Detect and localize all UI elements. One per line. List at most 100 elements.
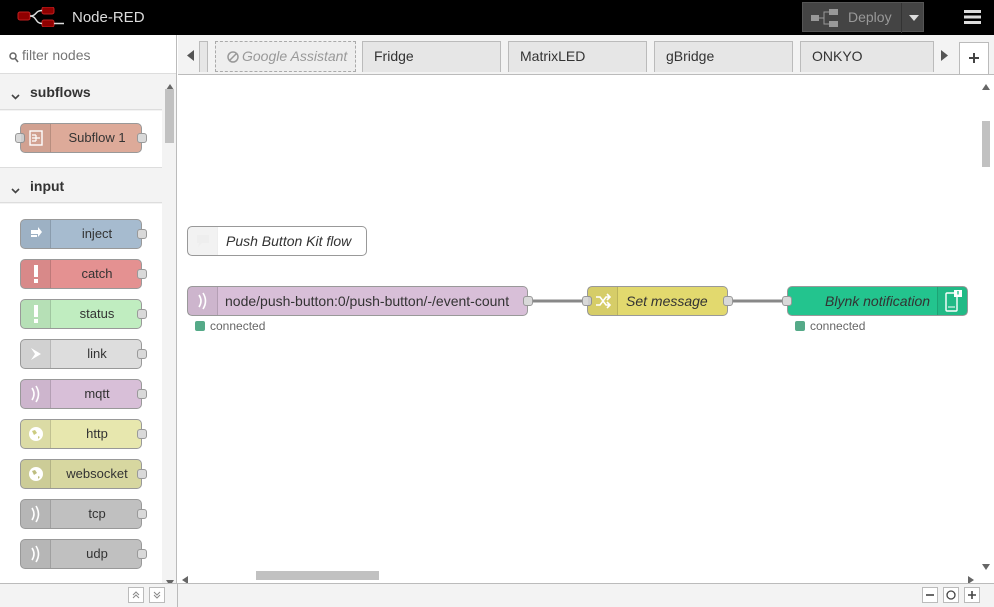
palette-node-tcp[interactable]: tcp xyxy=(20,499,147,529)
blynk-node-label: Blynk notification xyxy=(825,293,931,309)
comment-label: Push Button Kit flow xyxy=(226,233,352,249)
palette-node-udp[interactable]: udp xyxy=(20,539,147,569)
palette-node-label: udp xyxy=(86,546,108,561)
output-port[interactable] xyxy=(723,296,733,306)
tab-partial[interactable] xyxy=(199,41,208,72)
palette-footer xyxy=(0,583,178,607)
palette-node-websocket[interactable]: websocket xyxy=(20,459,147,489)
mqtt-node-label: node/push-button:0/push-button/-/event-c… xyxy=(225,293,510,309)
tab-label: Fridge xyxy=(374,48,414,64)
filter-nodes-input[interactable] xyxy=(22,45,162,65)
tab-label: gBridge xyxy=(666,48,715,64)
deploy-menu-caret-icon[interactable] xyxy=(901,3,925,33)
palette-node-label: http xyxy=(86,426,108,441)
tab-label: MatrixLED xyxy=(520,48,586,64)
plus-icon xyxy=(968,51,980,67)
add-tab-button[interactable] xyxy=(959,42,989,74)
comment-node[interactable]: Push Button Kit flow xyxy=(187,226,367,256)
scroll-tabs-left-icon[interactable] xyxy=(180,41,200,69)
input-port[interactable] xyxy=(782,296,792,306)
output-port xyxy=(137,549,147,559)
workspace-horizontal-thumb[interactable] xyxy=(256,571,379,580)
workspace-tabs: Google Assistant Fridge MatrixLED gBridg… xyxy=(178,35,994,75)
palette-node-label: mqtt xyxy=(84,386,110,401)
hamburger-menu-icon[interactable] xyxy=(958,5,986,29)
subflow-icon xyxy=(21,124,51,152)
palette-node-http[interactable]: http xyxy=(20,419,147,449)
output-port xyxy=(137,269,147,279)
tab-gbridge[interactable]: gBridge xyxy=(654,41,793,72)
expand-all-icon[interactable] xyxy=(149,587,165,603)
collapse-all-icon[interactable] xyxy=(128,587,144,603)
scroll-right-icon[interactable] xyxy=(968,571,974,583)
palette-node-label: catch xyxy=(81,266,113,281)
wire-layer xyxy=(528,299,786,303)
deploy-icon xyxy=(811,9,839,30)
palette-node-inject[interactable]: inject xyxy=(20,219,147,249)
chevron-down-icon xyxy=(11,181,20,197)
workspace-vertical-thumb[interactable] xyxy=(982,121,990,167)
zoom-reset-icon[interactable] xyxy=(943,587,959,603)
scroll-up-icon[interactable] xyxy=(166,77,174,93)
tab-label: Google Assistant xyxy=(242,48,348,64)
bridge-icon xyxy=(21,540,51,568)
bridge-icon xyxy=(21,500,51,528)
palette-node-catch[interactable]: catch xyxy=(20,259,147,289)
status-dot xyxy=(795,321,805,331)
palette-node-status[interactable]: status xyxy=(20,299,147,329)
category-subflows-header[interactable]: subflows xyxy=(0,74,162,110)
category-label: subflows xyxy=(30,84,91,100)
app-title: Node-RED xyxy=(72,9,145,26)
palette-filter xyxy=(0,35,176,74)
output-port xyxy=(137,469,147,479)
palette-node-label: websocket xyxy=(66,466,128,481)
blynk-node[interactable]: Blynk notification xyxy=(782,286,968,316)
output-port[interactable] xyxy=(523,296,533,306)
input-port[interactable] xyxy=(582,296,592,306)
palette-node-subflow-1[interactable]: Subflow 1 xyxy=(15,123,147,153)
palette-node-label: link xyxy=(87,346,107,361)
workspace-horizontal-scrollbar[interactable] xyxy=(178,568,979,583)
node-red-logo-icon xyxy=(17,7,67,27)
status-text: connected xyxy=(810,319,866,333)
mqtt-node[interactable]: node/push-button:0/push-button/-/event-c… xyxy=(187,286,533,316)
flow-workspace[interactable]: Push Button Kit flow node/push-button:0/… xyxy=(178,75,994,583)
globe-icon xyxy=(21,460,51,488)
category-input-body: inject catch status link mqtt http xyxy=(0,204,162,583)
node-palette: subflows Subflow 1 input inject catch st… xyxy=(0,35,177,583)
palette-node-label: inject xyxy=(81,226,113,241)
link-icon xyxy=(21,340,51,368)
category-input-header[interactable]: input xyxy=(0,167,162,203)
status-dot xyxy=(195,321,205,331)
alert-icon xyxy=(21,300,51,328)
palette-scrollbar[interactable] xyxy=(163,75,176,583)
palette-node-link[interactable]: link xyxy=(20,339,147,369)
zoom-out-icon[interactable] xyxy=(922,587,938,603)
search-icon xyxy=(9,50,19,66)
palette-node-mqtt[interactable]: mqtt xyxy=(20,379,147,409)
alert-icon xyxy=(21,260,51,288)
tab-google-assistant[interactable]: Google Assistant xyxy=(215,41,356,72)
change-node[interactable]: Set message xyxy=(582,286,733,316)
tab-fridge[interactable]: Fridge xyxy=(362,41,501,72)
scroll-down-icon[interactable] xyxy=(166,573,174,583)
globe-icon xyxy=(21,420,51,448)
palette-scroll-thumb[interactable] xyxy=(165,89,174,143)
scroll-left-icon[interactable] xyxy=(182,571,188,583)
scroll-up-icon[interactable] xyxy=(982,77,990,93)
scroll-down-icon[interactable] xyxy=(982,557,990,573)
zoom-in-icon[interactable] xyxy=(964,587,980,603)
input-port xyxy=(15,133,25,143)
output-port xyxy=(137,133,147,143)
palette-node-label: status xyxy=(79,306,115,321)
phone-notification-icon xyxy=(937,287,967,315)
tab-onkyo[interactable]: ONKYO xyxy=(800,41,934,72)
bridge-icon xyxy=(21,380,51,408)
tab-matrixled[interactable]: MatrixLED xyxy=(508,41,647,72)
workspace-vertical-scrollbar[interactable] xyxy=(979,75,993,570)
output-port xyxy=(137,229,147,239)
scroll-tabs-right-icon[interactable] xyxy=(934,41,954,69)
output-port xyxy=(137,429,147,439)
bridge-icon xyxy=(188,287,218,315)
deploy-button[interactable]: Deploy xyxy=(802,2,925,33)
